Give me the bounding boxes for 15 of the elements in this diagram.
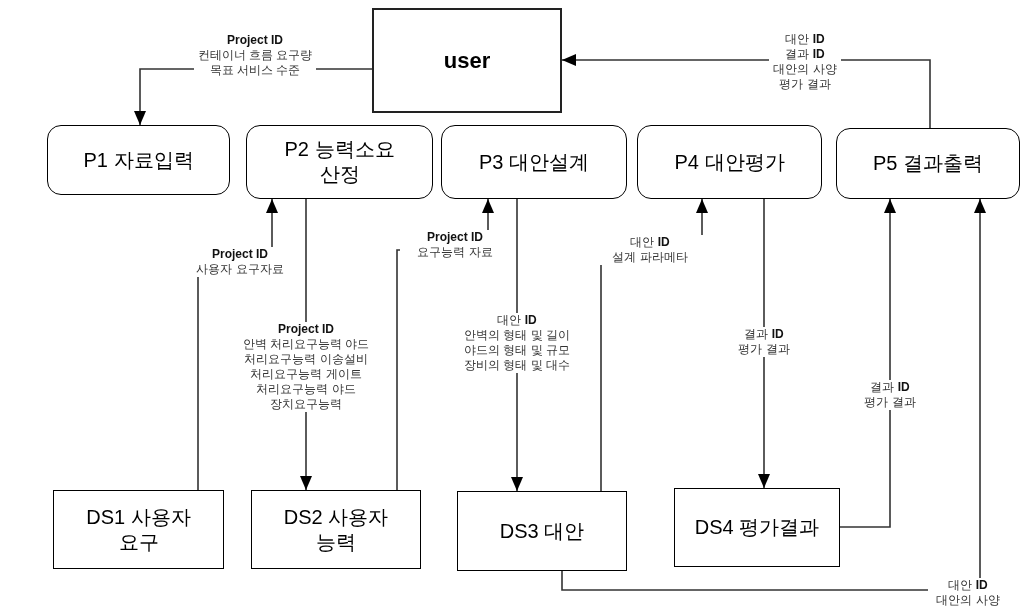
data-store-box: DS2 사용자 능력 <box>251 490 421 569</box>
process-box: P2 능력소요 산정 <box>246 125 433 199</box>
arrow <box>839 198 896 528</box>
edge-label: 대안 ID 결과 ID 대안의 사양 평가 결과 <box>769 32 841 92</box>
user-box: user <box>372 8 562 113</box>
arrow <box>758 198 770 489</box>
process-box: P3 대안설계 <box>441 125 627 199</box>
arrow <box>561 198 986 591</box>
process-box: P4 대안평가 <box>637 125 822 199</box>
data-store-box: DS4 평가결과 <box>674 488 840 567</box>
data-store-box: DS3 대안 <box>457 491 627 571</box>
process-box: P5 결과출력 <box>836 128 1020 199</box>
process-box: P1 자료입력 <box>47 125 230 195</box>
edge-label: Project ID 컨테이너 흐름 요구량 목표 서비스 수준 <box>194 32 316 78</box>
data-store-box: DS1 사용자 요구 <box>53 490 224 569</box>
